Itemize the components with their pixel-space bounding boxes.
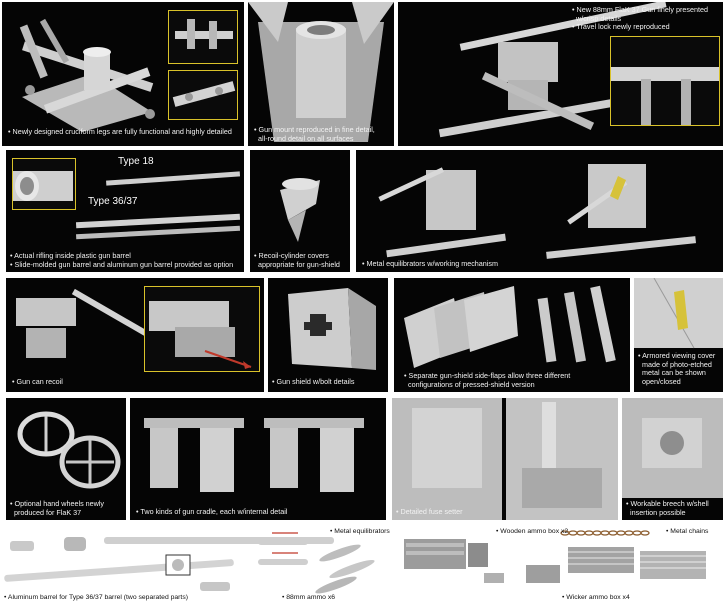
caption-ammo: • 88mm ammo x6 [282, 594, 336, 601]
barrel-part-4 [4, 559, 234, 582]
recoil-cylinder-image [280, 178, 320, 242]
barrel-part-5 [200, 582, 230, 591]
caption-recoil-cylinder: • Recoil-cylinder covers appropriate for… [254, 251, 340, 269]
caption-equilibrators-part: • Metal equilibrators [330, 528, 390, 535]
caption-side-flaps: • Separate gun-shield side-flaps allow t… [404, 371, 571, 389]
wicker-ammo-boxes [526, 547, 706, 583]
breech-image [622, 398, 723, 498]
panel-gun-barrels: Type 18 Type 36/37 • Actual rifling insi… [6, 150, 244, 272]
panel-hand-wheels: • Optional hand wheels newly produced fo… [6, 398, 126, 520]
gun-shield-image [288, 288, 376, 370]
equilibrator-2 [258, 559, 308, 565]
legs-detail-inset-1 [168, 10, 238, 64]
barrels-image [75, 171, 241, 240]
panel-cruciform-legs: • Newly designed cruciform legs are full… [2, 2, 244, 146]
panel-equilibrators: • Metal equilibrators w/working mechanis… [356, 150, 723, 272]
panel-breech: • Workable breech w/shell insertion poss… [622, 398, 723, 520]
flak37-gun-image [438, 2, 667, 138]
recoil-detail-inset [144, 286, 260, 372]
caption-breech: • Workable breech w/shell insertion poss… [626, 499, 709, 517]
label-type-18: Type 18 [118, 156, 154, 167]
caption-wicker-box: • Wicker ammo box x4 [562, 594, 630, 601]
viewing-cover-image [634, 278, 723, 349]
barrel-part-1 [10, 541, 34, 551]
gun-mount-image [248, 2, 394, 142]
caption-flak37-gun: • New 88mm FlaK 37 Gun finely presented … [572, 5, 708, 32]
equilibrators-image [378, 164, 697, 259]
caption-wooden-box: • Wooden ammo box x2 [496, 528, 569, 535]
legs-detail-inset-2 [168, 70, 238, 120]
wooden-ammo-boxes [404, 539, 504, 583]
panel-flak37-gun: • New 88mm FlaK 37 Gun finely presented … [398, 2, 723, 146]
caption-equilibrators: • Metal equilibrators w/working mechanis… [362, 259, 498, 268]
fuse-setter-image [392, 398, 618, 520]
caption-hand-wheels: • Optional hand wheels newly produced fo… [10, 499, 105, 517]
ammo-shells [315, 544, 375, 594]
hand-wheels-image [17, 411, 121, 489]
equilibrator-1 [258, 539, 308, 545]
panel-gun-shield: • Gun shield w/bolt details [268, 278, 388, 392]
travel-lock-inset [610, 36, 720, 126]
label-type-36-37: Type 36/37 [88, 196, 138, 207]
cruciform-legs-image [19, 18, 155, 132]
panel-recoil-cylinder: • Recoil-cylinder covers appropriate for… [250, 150, 350, 272]
panel-gun-cradle: • Two kinds of gun cradle, each w/intern… [130, 398, 386, 520]
panel-viewing-cover: • Armored viewing cover made of photo-et… [634, 278, 723, 392]
panel-gun-mount: • Gun mount reproduced in fine detail, a… [248, 2, 394, 146]
caption-fuse-setter: • Detailed fuse setter [396, 507, 463, 516]
caption-aluminum-barrel: • Aluminum barrel for Type 36/37 barrel … [4, 594, 188, 601]
metal-chains [560, 530, 650, 536]
caption-chains: • Metal chains [666, 528, 709, 535]
barrel-part-2 [64, 537, 86, 551]
caption-gun-mount: • Gun mount reproduced in fine detail, a… [254, 125, 375, 143]
caption-gun-shield: • Gun shield w/bolt details [272, 377, 355, 386]
panel-side-flaps: • Separate gun-shield side-flaps allow t… [394, 278, 630, 392]
bullet: • [8, 127, 11, 136]
gun-cradle-image [144, 418, 364, 492]
side-flaps-image [404, 285, 616, 368]
rifling-inset [12, 158, 76, 210]
panel-fuse-setter: • Detailed fuse setter [392, 398, 618, 520]
caption-cruciform-legs: • Newly designed cruciform legs are full… [8, 127, 232, 136]
caption-viewing-cover: • Armored viewing cover made of photo-et… [638, 351, 716, 386]
caption-gun-barrels: • Actual rifling inside plastic gun barr… [10, 251, 234, 269]
caption-gun-recoil: • Gun can recoil [12, 377, 63, 386]
panel-gun-recoil: • Gun can recoil [6, 278, 264, 392]
parts-strip [4, 530, 706, 594]
caption-gun-cradle: • Two kinds of gun cradle, each w/intern… [136, 507, 288, 516]
